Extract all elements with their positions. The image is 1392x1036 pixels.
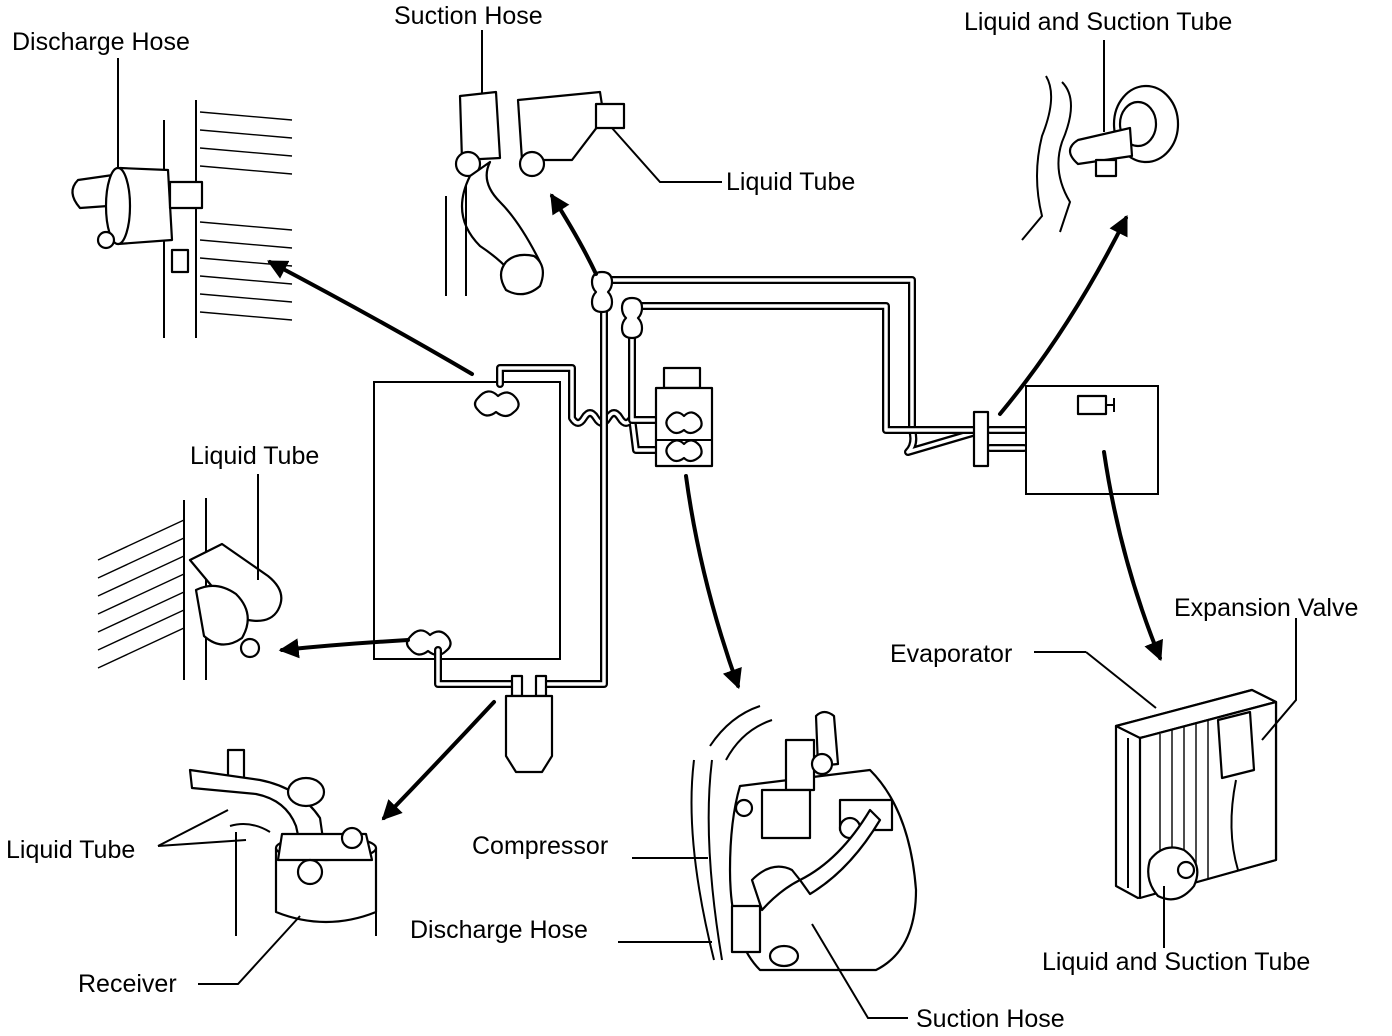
label-liquid-suction-tube-bottom: Liquid and Suction Tube <box>1042 948 1310 976</box>
label-liquid-tube-receiver: Liquid Tube <box>6 836 135 864</box>
liquid-line <box>434 286 608 688</box>
label-liquid-suction-tube-top: Liquid and Suction Tube <box>964 8 1232 36</box>
expansion-valve-symbol <box>1076 394 1115 416</box>
label-compressor: Compressor <box>472 832 608 860</box>
liquid-tube-detail-left <box>97 474 283 680</box>
labels: Discharge Hose Suction Hose Liquid Tube … <box>6 2 1358 1033</box>
schematic <box>373 270 1159 774</box>
liquid-connector <box>620 296 644 340</box>
condenser-bottom-fitting <box>405 629 452 657</box>
label-liquid-tube-top: Liquid Tube <box>726 168 855 196</box>
compressor-symbol <box>654 366 714 468</box>
label-discharge-hose-top: Discharge Hose <box>12 28 190 56</box>
suction-hose-detail <box>445 30 722 296</box>
evaporator-detail <box>1114 688 1278 901</box>
receiver-detail <box>188 748 378 936</box>
arrow-to-liquid-suction-top <box>998 215 1128 416</box>
label-suction-hose-top: Suction Hose <box>394 2 543 30</box>
bulkhead-fitting <box>972 410 990 468</box>
leader-lines <box>117 58 1297 1019</box>
discharge-hose-detail <box>71 100 293 338</box>
arrow-to-discharge-hose <box>267 260 474 376</box>
liquid-suction-tube-detail-top <box>1021 40 1180 241</box>
label-receiver: Receiver <box>78 970 177 998</box>
label-discharge-hose-bottom: Discharge Hose <box>410 916 588 944</box>
arrow-to-receiver <box>381 700 496 821</box>
arrow-to-compressor <box>684 474 742 690</box>
condenser-top-fitting <box>473 390 520 418</box>
arrow-to-liquid-tube-left <box>278 638 410 659</box>
arrow-to-evaporator <box>1102 450 1163 662</box>
receiver-symbol <box>504 674 554 774</box>
arrow-to-suction-hose <box>550 193 598 276</box>
suction-connector <box>590 270 614 314</box>
callout-arrows <box>267 193 1163 821</box>
compressor-detail <box>690 705 918 972</box>
label-evaporator: Evaporator <box>890 640 1012 668</box>
label-liquid-tube-left: Liquid Tube <box>190 442 319 470</box>
label-expansion-valve: Expansion Valve <box>1174 594 1358 622</box>
label-suction-hose-bottom: Suction Hose <box>916 1005 1065 1033</box>
condenser-outline <box>373 381 561 660</box>
